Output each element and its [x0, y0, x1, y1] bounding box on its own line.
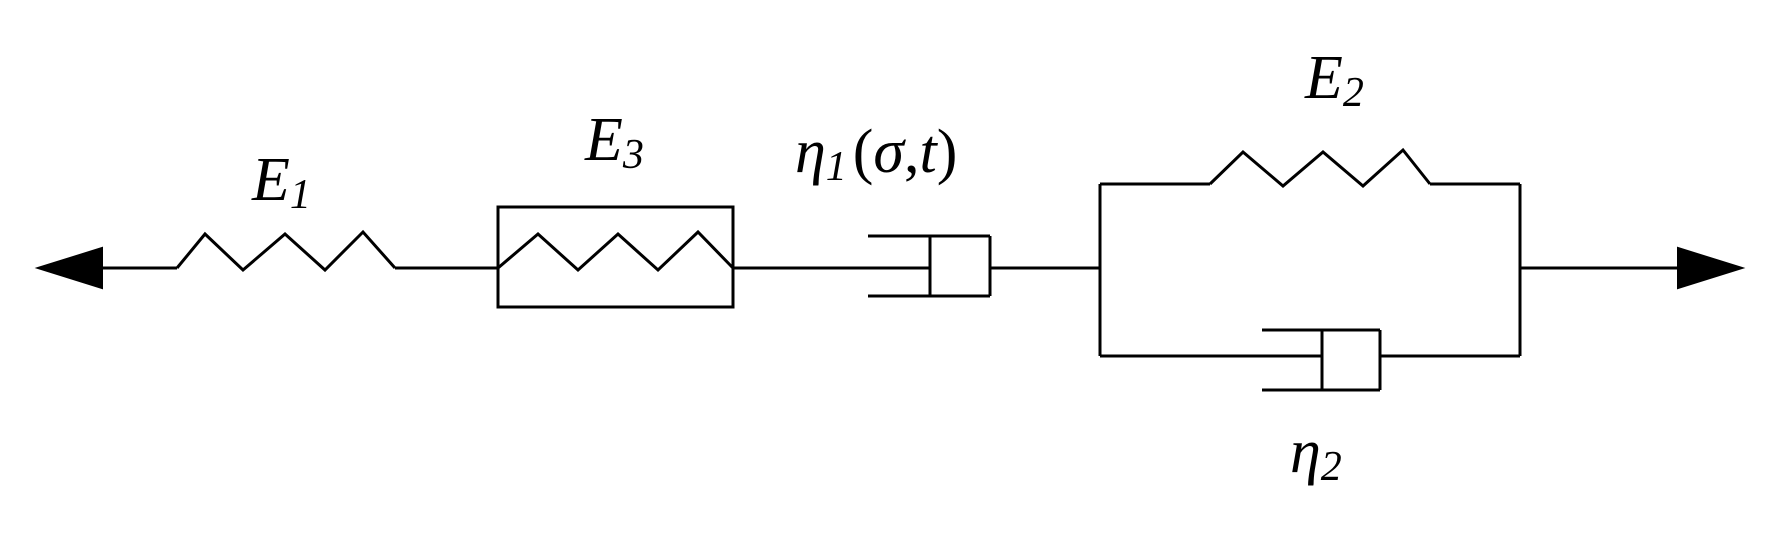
- label-e3: E3: [584, 106, 644, 178]
- spring-e2: [1208, 147, 1432, 188]
- label-e2: E2: [1304, 44, 1364, 116]
- spring-e1: [175, 229, 397, 273]
- arrow-left-icon: [34, 246, 103, 290]
- box-e3: [496, 205, 735, 309]
- label-e1: E1: [251, 146, 311, 218]
- arrow-right-icon: [1677, 246, 1746, 290]
- label-eta2: η2: [1290, 418, 1342, 490]
- label-eta1: η1(σ,t): [795, 118, 957, 190]
- dashpot-eta2: [1262, 328, 1382, 392]
- dashpot-eta1: [868, 234, 992, 298]
- spring-e3: [497, 229, 735, 273]
